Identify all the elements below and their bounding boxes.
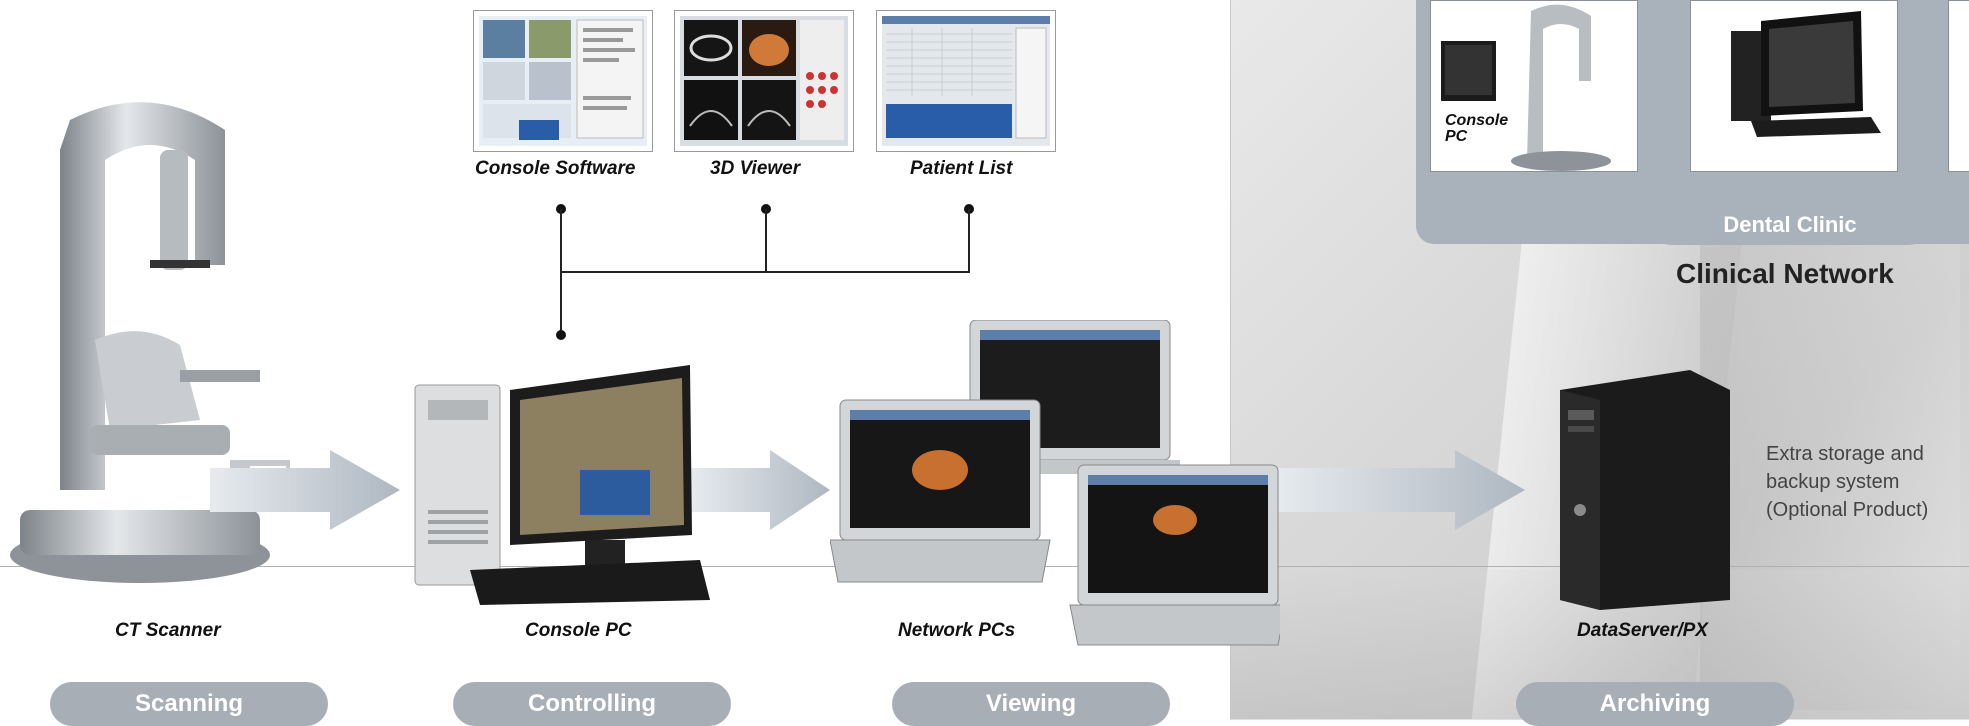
console-software-label: Console Software xyxy=(475,158,636,179)
patient-list-thumbnail[interactable] xyxy=(876,10,1056,152)
clinic-console-box[interactable]: Console PC xyxy=(1430,0,1638,172)
desktop-pc-icon xyxy=(414,365,710,605)
flow-arrow xyxy=(690,450,830,530)
console-pc-label: Console PC xyxy=(525,620,632,641)
section-divider xyxy=(1230,0,1231,719)
3d-viewer-label: 3D Viewer xyxy=(710,158,801,179)
clinic-workstation-box[interactable] xyxy=(1690,0,1898,172)
connector-line xyxy=(968,209,970,271)
patient-list-screenshot xyxy=(882,16,1050,146)
clinical-network-title: Clinical Network xyxy=(1676,258,1894,289)
flow-arrow xyxy=(210,450,400,530)
stage-archiving: Archiving xyxy=(1516,682,1794,726)
stage-scanning: Scanning xyxy=(50,682,328,726)
clinic-partial-box xyxy=(1948,0,1969,172)
ct-scanner-label: CT Scanner xyxy=(115,620,221,641)
storage-note-line: (Optional Product) xyxy=(1766,499,1929,521)
stage-controlling: Controlling xyxy=(453,682,731,726)
storage-note-line: Extra storage and xyxy=(1766,443,1924,465)
connector-line xyxy=(560,271,970,273)
ct-scanner-icon xyxy=(10,102,290,583)
connector-dot xyxy=(556,330,566,340)
clinic-console-label: PC xyxy=(1445,128,1468,145)
clinic-console-label: Console xyxy=(1445,112,1509,129)
stage-viewing: Viewing xyxy=(892,682,1170,726)
console-software-screenshot xyxy=(479,16,647,146)
laptop-icon xyxy=(830,320,1280,646)
server-tower-icon xyxy=(1560,370,1730,610)
flow-arrow xyxy=(1275,450,1525,530)
dental-clinic-label: Dental Clinic xyxy=(1651,205,1929,245)
storage-note-line: backup system xyxy=(1766,471,1900,493)
clinic-console-pc-icon xyxy=(1441,4,1611,171)
3d-viewer-screenshot xyxy=(680,16,848,146)
network-pcs-label: Network PCs xyxy=(898,620,1016,641)
storage-note: Extra storage and backup system (Optiona… xyxy=(1766,440,1928,524)
3d-viewer-thumbnail[interactable] xyxy=(674,10,854,152)
workstation-pc-icon xyxy=(1731,11,1881,137)
patient-list-label: Patient List xyxy=(910,158,1013,179)
console-software-thumbnail[interactable] xyxy=(473,10,653,152)
dataserver-label: DataServer/PX xyxy=(1577,620,1708,641)
connector-line xyxy=(765,209,767,271)
